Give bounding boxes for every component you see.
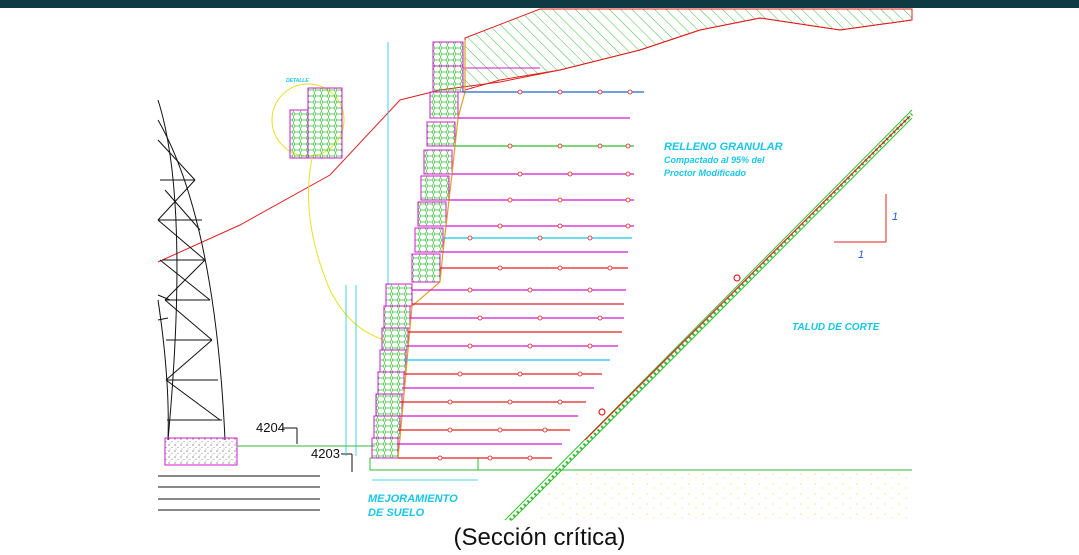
mejoramiento-line2: DE SUELO	[368, 507, 425, 519]
relleno-line2: Proctor Modificado	[664, 168, 747, 178]
gabion-wall	[371, 40, 540, 459]
strap-nodes	[437, 89, 633, 461]
transmission-tower	[157, 99, 226, 441]
foundation-dots	[540, 472, 912, 520]
detail-leader	[308, 157, 386, 341]
soil-improvement-base	[369, 457, 479, 471]
ground-lines	[158, 475, 320, 511]
relleno-line1: Compactado al 95% del	[664, 155, 765, 165]
detail-label: DETALLE	[286, 78, 309, 84]
cut-slope	[504, 109, 914, 522]
elevation-4203: 4203	[311, 446, 340, 461]
talud-label: TALUD DE CORTE	[792, 322, 880, 333]
dimension-lines	[345, 42, 478, 481]
mejoramiento-line1: MEJORAMIENTO	[368, 493, 458, 505]
elevation-4204: 4204	[256, 420, 285, 435]
detail-mesh	[307, 87, 343, 159]
slope-indicator	[834, 194, 887, 243]
tower-footing	[164, 437, 238, 466]
upper-hatched-fill	[464, 8, 913, 91]
header-bar	[0, 0, 1079, 8]
slope-horizontal-label: 1	[858, 249, 864, 261]
caption: (Sección crítica)	[453, 524, 626, 551]
retaining-wall-drawing: DETALLE 4204 4203	[157, 8, 914, 522]
slope-vertical-label: 1	[892, 211, 898, 223]
reinforcement-straps	[398, 91, 644, 459]
detail-mesh-lower	[289, 109, 309, 159]
relleno-title: RELLENO GRANULAR	[664, 141, 783, 153]
terrain-line	[157, 17, 913, 263]
